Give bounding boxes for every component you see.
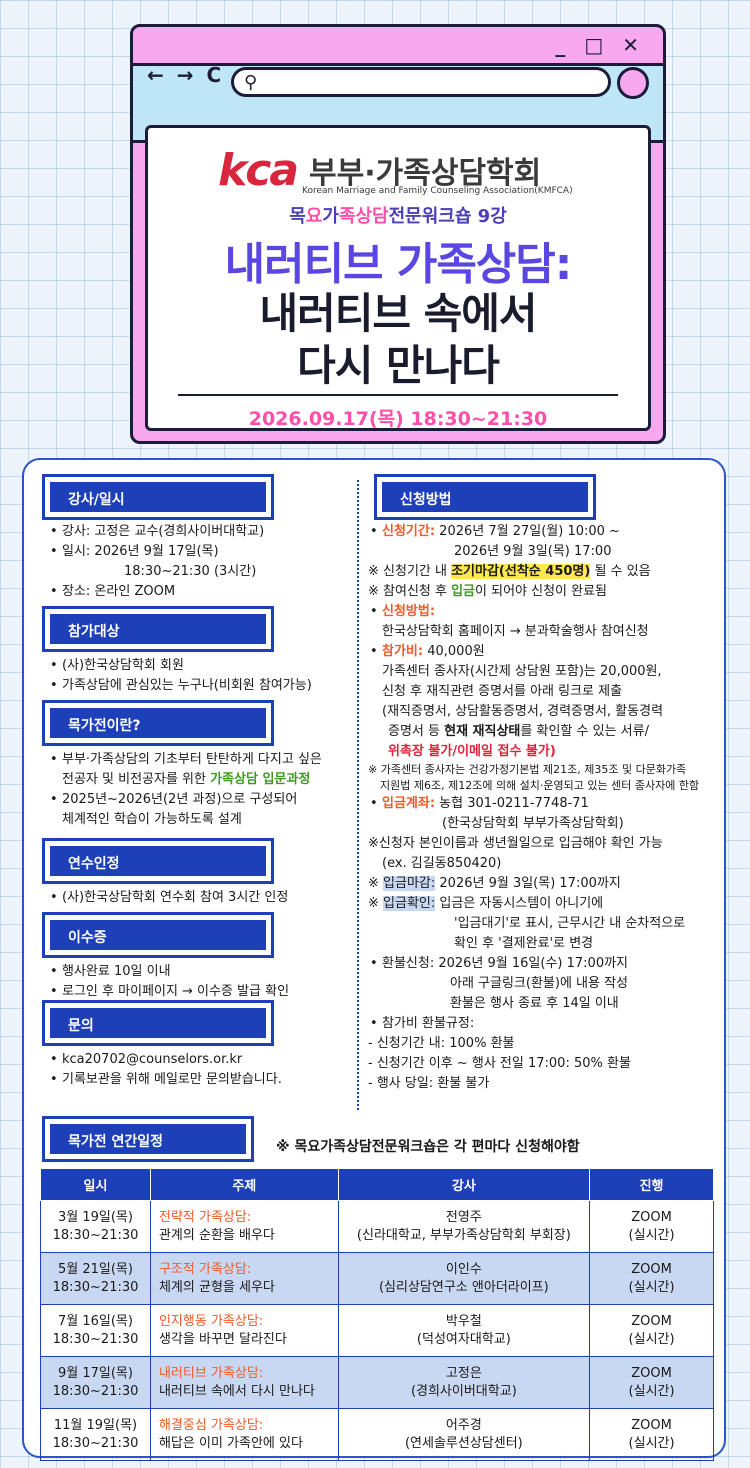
about-block: 부부·가족상담의 기초부터 탄탄하게 다지고 싶은 전공자 및 비전공자를 위한… [48, 750, 358, 830]
title-line-3: 다시 만나다 [297, 341, 500, 390]
browser-window-frame: _ □ ✕ ← → C ⚲ kca 부부·가족상담학회 Korean Marri… [130, 24, 666, 444]
series-title: 목요가족상담전문워크숍 9강 [289, 206, 507, 227]
col-header: 주제 [149, 1168, 339, 1201]
section-head-schedule: 목가전 연간일정 [42, 1116, 254, 1162]
instructor-block: 강사: 고정은 교수(경희사이버대학교) 일시: 2026년 9월 17일(목)… [48, 522, 348, 602]
table-row: 5월 21일(목)18:30~21:30 구조적 가족상담:체계의 균형을 세우… [40, 1252, 714, 1305]
kca-logo-text: kca [218, 144, 299, 196]
section-head-about: 목가전이란? [42, 700, 274, 746]
table-row: 3월 19일(목)18:30~21:30 전략적 가족상담:관계의 순환을 배우… [40, 1200, 714, 1253]
section-head-cert: 이수증 [42, 912, 274, 958]
divider [178, 394, 618, 396]
window-controls[interactable]: _ □ ✕ [555, 33, 645, 57]
column-divider [357, 480, 359, 1110]
col-header: 진행 [589, 1168, 714, 1201]
schedule-note: ※ 목요가족상담전문워크숍은 각 편마다 신청해야함 [276, 1139, 580, 1155]
event-date: 2026.09.17(목) 18:30~21:30 [248, 408, 548, 430]
cert-block: 행사완료 10일 이내 로그인 후 마이페이지 → 이수증 발급 확인 [48, 962, 358, 1002]
org-english-name: Korean Marriage and Family Counseling As… [302, 186, 573, 196]
contact-block: kca20702@counselors.or.kr 기록보관을 위해 메일로만 … [48, 1050, 358, 1090]
section-head-instructor: 강사/일시 [42, 474, 274, 520]
col-header: 일시 [40, 1168, 151, 1201]
title-line-2: 내러티브 속에서 [259, 289, 537, 338]
section-head-credit: 연수인정 [42, 838, 274, 884]
info-panel: 강사/일시 강사: 고정은 교수(경희사이버대학교) 일시: 2026년 9월 … [22, 458, 726, 1461]
apply-block: 신청기간: 2026년 7월 27일(월) 10:00 ~ 2026년 9월 3… [368, 522, 724, 1094]
nav-arrows-icon[interactable]: ← → C [147, 63, 225, 87]
address-bar[interactable]: ⚲ [231, 67, 611, 97]
credit-block: (사)한국상담학회 연수회 참여 3시간 인정 [48, 888, 358, 908]
logo: kca 부부·가족상담학회 [218, 142, 541, 198]
section-head-apply: 신청방법 [374, 474, 596, 520]
col-header: 강사 [337, 1168, 591, 1201]
schedule-table: 일시 주제 강사 진행 3월 19일(목)18:30~21:30 전략적 가족상… [40, 1168, 714, 1461]
org-name: 부부·가족상담학회 [309, 156, 542, 191]
contact-email-link[interactable]: kca20702@counselors.or.kr [48, 1050, 358, 1070]
table-row: 7월 16일(목)18:30~21:30 인지행동 가족상담:생각을 바꾸면 달… [40, 1304, 714, 1357]
profile-circle-icon[interactable] [617, 67, 649, 99]
table-row: 9월 17일(목)18:30~21:30 내러티브 가족상담:내러티브 속에서 … [40, 1356, 714, 1409]
section-head-contact: 문의 [42, 1000, 274, 1046]
search-icon: ⚲ [244, 72, 258, 93]
poster-header: kca 부부·가족상담학회 Korean Marriage and Family… [145, 125, 651, 431]
target-block: (사)한국상담학회 회원 가족상담에 관심있는 누구나(비회원 참여가능) [48, 656, 358, 696]
section-head-target: 참가대상 [42, 606, 274, 652]
table-header-row: 일시 주제 강사 진행 [40, 1168, 714, 1201]
title-line-1: 내러티브 가족상담: [224, 239, 573, 290]
table-row: 11월 19일(목)18:30~21:30 해결중심 가족상담:해답은 이미 가… [40, 1408, 714, 1461]
